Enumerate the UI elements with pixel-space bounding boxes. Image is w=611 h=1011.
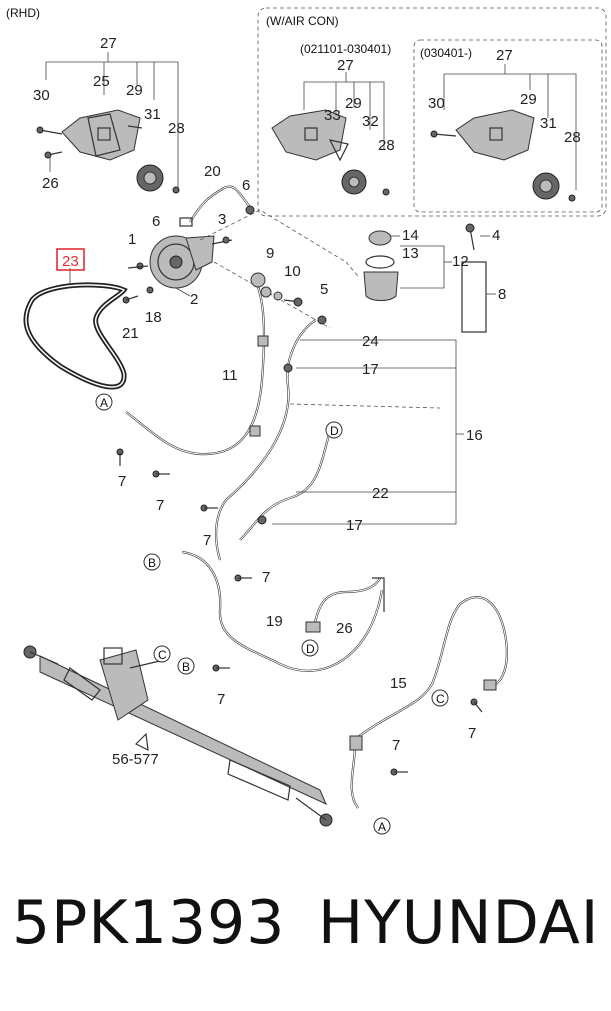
bracket-group-aircon-1 [271, 72, 390, 196]
highlight-box-23 [56, 248, 85, 271]
caption-footer: 5PK1393 HYUNDAI [0, 888, 611, 988]
callout-24: 24 [362, 333, 379, 350]
callout-16: 16 [466, 427, 483, 444]
callout-13: 13 [402, 245, 419, 262]
aircon-range-1: (021101-030401) [300, 42, 391, 56]
pump-assembly [149, 235, 233, 297]
callout-27: 27 [100, 35, 117, 52]
steering-gear-rack [23, 645, 333, 827]
highlighted-part-label: 23 [62, 253, 79, 270]
callout-7-a: 7 [118, 473, 126, 490]
marker-b-rack: B [182, 660, 190, 674]
callout-28-aircon: 28 [378, 137, 395, 154]
callout-labels: 27 25 29 30 31 28 26 27 33 29 32 28 27 3… [33, 35, 581, 768]
reservoir [363, 223, 496, 333]
callout-22: 22 [372, 485, 389, 502]
callout-28: 28 [168, 120, 185, 137]
marker-d-lower: D [306, 642, 315, 656]
callout-15: 15 [390, 675, 407, 692]
callout-1: 1 [128, 231, 136, 248]
callout-30-aircon: 30 [428, 95, 445, 112]
callout-25: 25 [93, 73, 110, 90]
marker-c-right: C [436, 692, 445, 706]
callout-17: 17 [362, 361, 379, 378]
callout-26: 26 [42, 175, 59, 192]
callout-3: 3 [218, 211, 226, 228]
callout-18: 18 [145, 309, 162, 326]
callout-20: 20 [204, 163, 221, 180]
aircon-variant-box [257, 7, 607, 217]
callout-7-b: 7 [156, 497, 164, 514]
part-number: 5PK1393 [12, 888, 286, 958]
callout-7-d: 7 [262, 569, 270, 586]
callout-32: 32 [362, 113, 379, 130]
callout-27-aircon: 27 [337, 57, 354, 74]
callout-17-second: 17 [346, 517, 363, 534]
region-label: (RHD) [6, 6, 40, 20]
callout-27-aircon-2: 27 [496, 47, 513, 64]
callout-7-c: 7 [203, 532, 211, 549]
callout-21: 21 [122, 325, 139, 342]
marker-d-upper: D [330, 424, 339, 438]
bolts-7 [116, 448, 483, 776]
marker-c-rack: C [158, 648, 167, 662]
callout-5: 5 [320, 281, 328, 298]
callout-19: 19 [266, 613, 283, 630]
callout-12: 12 [452, 253, 469, 270]
callout-29-aircon: 29 [345, 95, 362, 112]
callout-7-e: 7 [217, 691, 225, 708]
callout-9: 9 [266, 245, 274, 262]
connection-markers: A A B B C C D D [95, 393, 449, 835]
aircon-label: (W/AIR CON) [266, 14, 339, 28]
bracket-group-left [36, 52, 180, 194]
callout-8: 8 [498, 286, 506, 303]
callout-28-aircon-2: 28 [564, 129, 581, 146]
marker-a-lower: A [378, 820, 386, 834]
reference-56-577: 56-577 [112, 751, 159, 768]
callout-10: 10 [284, 263, 301, 280]
brand-name: HYUNDAI [318, 888, 600, 958]
return-line-15 [350, 596, 508, 809]
aircon-range-2: (030401-) [420, 46, 472, 60]
marker-b-left: B [148, 556, 156, 570]
callout-6-second: 6 [152, 213, 160, 230]
callout-30: 30 [33, 87, 50, 104]
power-steering-parts-diagram: (RHD) (W/AIR CON) (021101-030401) (03040… [6, 6, 607, 835]
bracket-group-aircon-2 [430, 64, 577, 202]
callout-33: 33 [324, 107, 341, 124]
marker-a-upper: A [100, 396, 108, 410]
callout-14: 14 [402, 227, 419, 244]
callout-31: 31 [144, 106, 161, 123]
callout-29-aircon-2: 29 [520, 91, 537, 108]
callout-4: 4 [492, 227, 500, 244]
callout-7-g: 7 [392, 737, 400, 754]
callout-29: 29 [126, 82, 143, 99]
drive-belt-23 [23, 282, 128, 390]
aircon-variant-subbox [413, 39, 603, 213]
callout-7-f: 7 [468, 725, 476, 742]
callout-11: 11 [222, 367, 238, 384]
callout-26-lower: 26 [336, 620, 353, 637]
callout-6: 6 [242, 177, 250, 194]
callout-31-aircon: 31 [540, 115, 557, 132]
return-hose-22 [239, 429, 332, 541]
callout-2: 2 [190, 291, 198, 308]
